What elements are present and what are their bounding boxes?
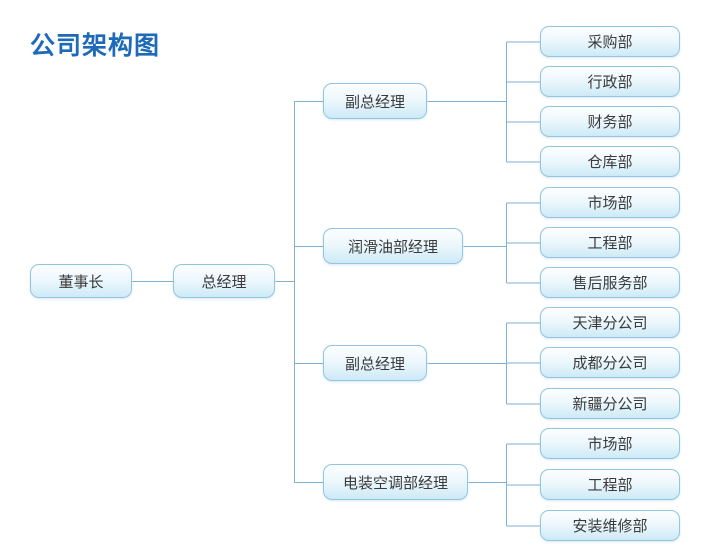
node-leaf-1-0: 市场部 <box>540 187 680 218</box>
node-leaf-0-2: 财务部 <box>540 106 680 137</box>
node-branch-1-label: 润滑油部经理 <box>347 237 438 256</box>
node-chairman-label: 董事长 <box>58 272 104 291</box>
node-leaf-2-1: 成都分公司 <box>540 347 680 378</box>
node-branch-2-label: 副总经理 <box>344 354 405 373</box>
node-leaf-2-2: 新疆分公司 <box>540 388 680 419</box>
node-leaf-1-0-label: 市场部 <box>587 194 633 212</box>
node-leaf-3-2: 安装维修部 <box>540 510 680 541</box>
node-leaf-0-2-label: 财务部 <box>587 113 633 131</box>
node-leaf-2-0: 天津分公司 <box>540 307 680 338</box>
node-leaf-1-1-label: 工程部 <box>587 234 633 252</box>
node-leaf-0-3: 仓库部 <box>540 146 680 177</box>
node-general-manager: 总经理 <box>173 264 275 298</box>
node-leaf-0-1: 行政部 <box>540 66 680 97</box>
node-branch-1: 润滑油部经理 <box>323 228 463 264</box>
node-leaf-1-1: 工程部 <box>540 227 680 258</box>
node-leaf-2-2-label: 新疆分公司 <box>572 395 648 413</box>
node-leaf-3-0-label: 市场部 <box>587 435 633 453</box>
node-leaf-0-3-label: 仓库部 <box>587 153 633 171</box>
node-leaf-0-0: 采购部 <box>540 26 680 57</box>
node-leaf-0-0-label: 采购部 <box>587 33 633 51</box>
node-branch-3: 电装空调部经理 <box>323 464 468 500</box>
node-branch-3-label: 电装空调部经理 <box>342 473 448 492</box>
node-leaf-1-2-label: 售后服务部 <box>572 274 648 292</box>
node-branch-2: 副总经理 <box>323 345 427 381</box>
node-branch-0-label: 副总经理 <box>344 92 405 111</box>
node-leaf-2-1-label: 成都分公司 <box>572 354 648 372</box>
node-leaf-3-1-label: 工程部 <box>587 476 633 494</box>
node-leaf-3-2-label: 安装维修部 <box>572 517 648 535</box>
page-title: 公司架构图 <box>30 31 161 60</box>
node-chairman: 董事长 <box>30 264 132 298</box>
node-leaf-3-1: 工程部 <box>540 469 680 500</box>
node-leaf-3-0: 市场部 <box>540 428 680 459</box>
node-leaf-1-2: 售后服务部 <box>540 267 680 298</box>
node-branch-0: 副总经理 <box>323 83 427 119</box>
node-leaf-0-1-label: 行政部 <box>587 73 633 91</box>
node-leaf-2-0-label: 天津分公司 <box>572 314 648 332</box>
node-general-manager-label: 总经理 <box>201 272 247 291</box>
